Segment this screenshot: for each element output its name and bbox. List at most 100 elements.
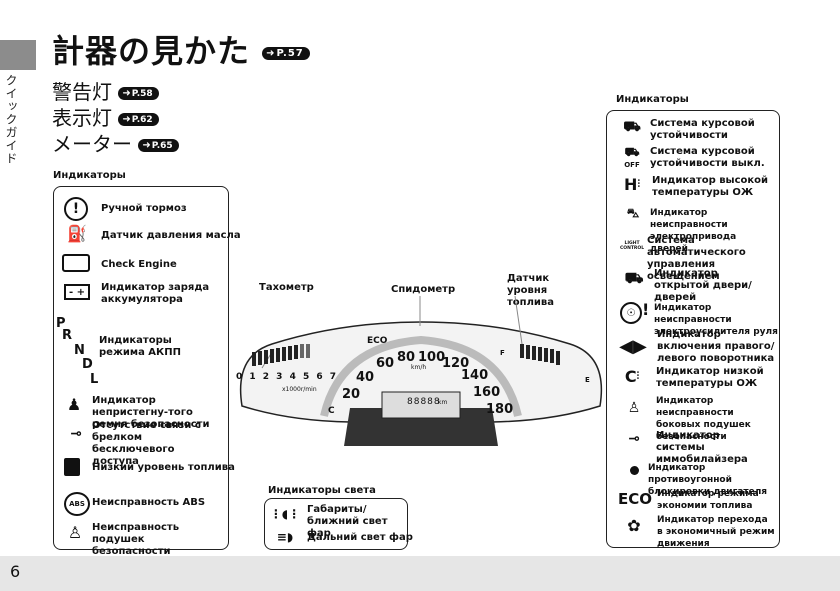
- left-item-label: Неисправность подушек безопасности: [92, 522, 180, 557]
- left-item-label: Индикатор непристегну-того ремня безопас…: [92, 395, 210, 430]
- right-item-label: Система автоматического управления освещ…: [647, 235, 746, 282]
- arrow-right-icon: ➜: [122, 88, 131, 99]
- right-item-label: Индикатор системы иммобилайзера: [656, 430, 748, 465]
- rpm-tick: 4: [289, 372, 296, 382]
- fuel-e-mark: E: [585, 376, 590, 384]
- speed-tick: 80: [397, 350, 416, 365]
- instrument-cluster: [239, 296, 603, 446]
- left-item-label: Отсутствие связи с брелком бесключевого …: [92, 420, 201, 467]
- right-item-label: Индикатор открытой двери/дверей: [654, 268, 752, 303]
- arrow-right-icon: ➜: [142, 140, 151, 151]
- low-beam-icon: ⋮◖⋮: [269, 507, 301, 521]
- gear-letter-p: P: [56, 316, 66, 331]
- speedometer-arc: [320, 335, 522, 417]
- vsa-icon: ⛟: [623, 119, 641, 135]
- speedometer-label: Спидометр: [391, 284, 456, 295]
- right-item-label: Индикатор перехода в экономичный режим д…: [657, 515, 775, 549]
- turn-signal-icon: ◀▶: [619, 335, 647, 357]
- arrow-right-icon: ➜: [122, 114, 131, 125]
- speed-tick: 60: [376, 356, 395, 371]
- engine-icon: [62, 254, 90, 272]
- speed-tick: 180: [486, 402, 514, 417]
- gear-letter-l: L: [90, 372, 99, 387]
- ref-link[interactable]: ➜P.58: [118, 87, 159, 100]
- odometer-display: [381, 391, 461, 419]
- left-item-label: Check Engine: [101, 259, 177, 270]
- left-item-label: Индикаторы режима АКПП: [99, 335, 181, 358]
- speed-tick: 140: [461, 368, 489, 383]
- lights-item-label: Габариты/ближний свет фар: [307, 504, 388, 539]
- left-item-label: Датчик давления масла: [101, 230, 241, 241]
- speed-tick: 160: [473, 385, 501, 400]
- subheading-meter: メーター ➜P.65: [52, 128, 179, 157]
- right-item-label: Индикатор высокой температуры ОЖ: [652, 175, 769, 198]
- ref-link[interactable]: ➜P.65: [138, 139, 179, 152]
- rpm-tick: 7: [329, 372, 336, 382]
- speed-unit: km/h: [411, 364, 427, 371]
- gear-letter-d: D: [82, 357, 93, 372]
- rpm-tick: 1: [249, 372, 256, 382]
- side-tab-label: クイックガイド: [4, 74, 18, 165]
- odometer-unit: km: [438, 399, 448, 406]
- left-item-label: Низкий уровень топлива: [92, 462, 235, 473]
- high-beam-icon: ≡◗: [276, 530, 294, 544]
- left-box-heading: Индикаторы: [53, 170, 126, 181]
- speed-tick: 20: [342, 387, 361, 402]
- ref-link[interactable]: ➜P.62: [118, 113, 159, 126]
- subheading-warning: 警告灯 ➜P.58: [52, 76, 159, 105]
- left-item-label: Ручной тормоз: [101, 203, 187, 214]
- lights-indicator-box: [264, 498, 408, 550]
- key-fob-icon: ⊸: [70, 426, 82, 442]
- brake-icon: !: [64, 197, 88, 221]
- lights-item-label: Дальний свет фар: [307, 532, 413, 543]
- temp-c-mark: C: [328, 406, 335, 416]
- gear-letter-n: N: [74, 343, 85, 358]
- fuel-bar: [520, 344, 560, 365]
- rpm-tick: 0: [236, 372, 243, 382]
- fuel-pump-icon: [64, 458, 80, 476]
- arrow-right-icon: ➜: [266, 47, 276, 59]
- speed-tick: 40: [356, 370, 375, 385]
- tachometer-label: Тахометр: [259, 282, 314, 293]
- right-item-label: Индикатор неисправности электропривода д…: [650, 208, 737, 254]
- speed-tick: 100: [418, 350, 446, 365]
- right-indicator-box: [606, 110, 780, 548]
- right-item-label: Индикатор неисправности боковых подушек …: [656, 396, 751, 442]
- gear-letter-r: R: [62, 328, 73, 343]
- right-item-label: Индикатор режима экономии топлива: [657, 489, 759, 511]
- eco-icon: ECO: [618, 490, 653, 508]
- right-box-heading: Индикаторы: [616, 94, 689, 105]
- side-tab-marker: [0, 40, 36, 70]
- eco-label: ECO: [367, 336, 388, 346]
- lights-box-heading: Индикаторы света: [268, 485, 376, 496]
- right-item-label: Индикатор низкой температуры ОЖ: [656, 366, 764, 389]
- eps-exclamation-icon: !: [642, 300, 650, 319]
- right-item-label: Система курсовой устойчивости выкл.: [650, 146, 765, 169]
- right-item-label: Индикатор включения правого/ левого пово…: [657, 329, 775, 364]
- door-open-icon: ⛟: [624, 269, 644, 287]
- eps-icon: ☉: [620, 302, 642, 324]
- right-item-label: Система курсовой устойчивости: [650, 118, 755, 141]
- right-item-label: Индикатор противоугонной блокировки двиг…: [648, 463, 768, 497]
- high-temp-icon: H⫶: [624, 174, 640, 194]
- light-control-icon: LIGHT CONTROL: [619, 241, 645, 251]
- oil-can-icon: ⛽: [67, 223, 87, 243]
- vsa-off-icon: ⛟OFF: [624, 145, 640, 169]
- rpm-tick: 2: [262, 372, 270, 382]
- airbag-icon: ♙: [67, 522, 83, 542]
- speed-tick: 120: [442, 356, 470, 371]
- left-item-label: Неисправность ABS: [92, 497, 206, 508]
- low-temp-icon: C⫶: [624, 366, 640, 386]
- eco-leaf-icon: ✿: [627, 515, 641, 535]
- right-item-label: Индикатор неисправности электроусилителя…: [654, 303, 778, 337]
- power-door-icon: ⛍: [626, 206, 640, 220]
- odometer-digits: 88888: [407, 397, 441, 407]
- rpm-tick: 3: [276, 372, 283, 382]
- rpm-tick: 5: [302, 372, 310, 382]
- left-indicator-box: [53, 186, 229, 550]
- abs-icon: ABS: [64, 492, 90, 516]
- rpm-tick: 6: [316, 372, 323, 382]
- page-title: 計器の見かた ➜P.57: [52, 26, 310, 72]
- page-ref-link[interactable]: ➜P.57: [262, 46, 310, 60]
- subheading-indicator: 表示灯 ➜P.62: [52, 102, 159, 131]
